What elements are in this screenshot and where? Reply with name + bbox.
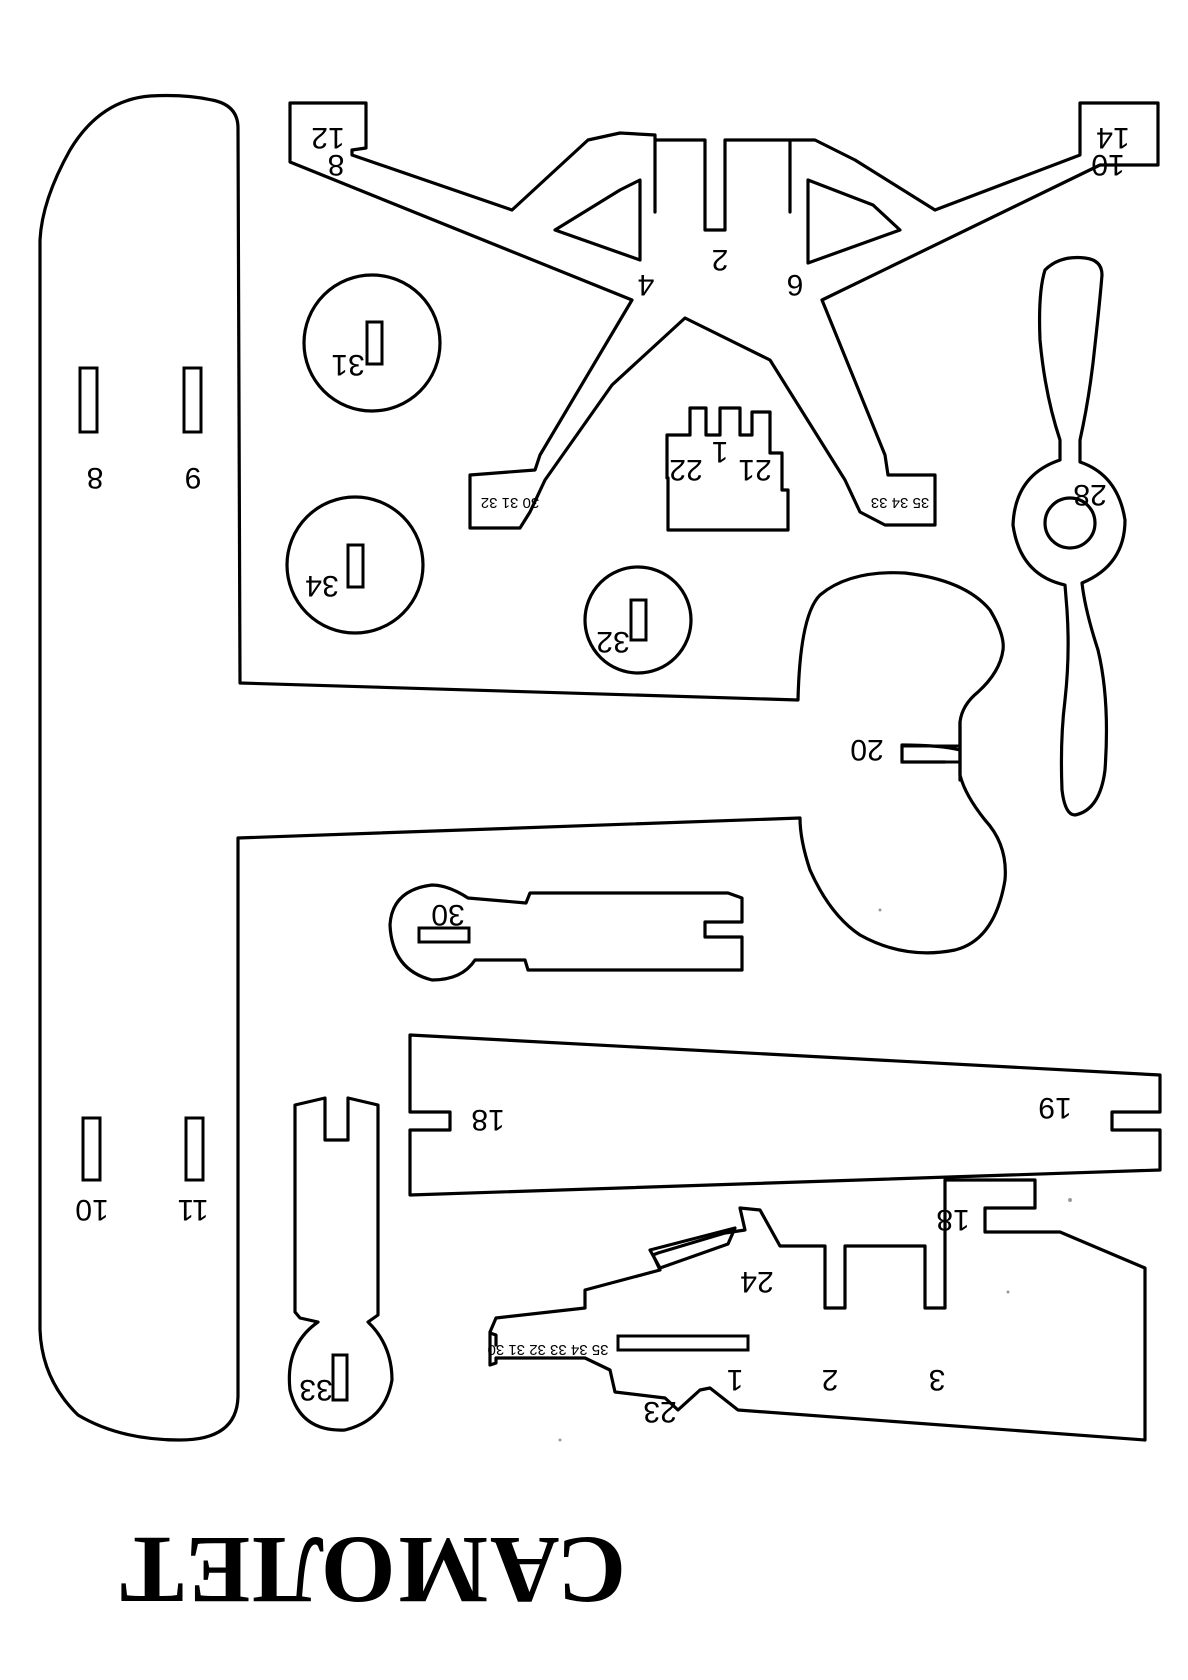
frame-label-2: 2: [712, 243, 729, 276]
cockpit-label-21: 21: [738, 453, 771, 486]
cockpit-label-1: 1: [712, 435, 729, 468]
fuselage-slot-1: [616, 1334, 750, 1352]
body-label-20: 20: [850, 733, 883, 766]
fuselage-label-24: 24: [740, 1265, 773, 1298]
cockpit-tab-part: 1 21 22: [665, 406, 790, 532]
wheel-label-31: 31: [331, 348, 364, 381]
circle-slot-icon: [331, 1353, 349, 1402]
frame-label-8: 8: [328, 148, 345, 181]
stab-label-19: 19: [1038, 1091, 1071, 1124]
circle-slot-icon: [346, 543, 365, 589]
fuselage-label-3: 3: [929, 1363, 946, 1396]
wheel-31-part: 31: [302, 273, 442, 413]
strut-33-part: 33: [287, 1096, 394, 1432]
tail-frame-part: [288, 101, 1160, 530]
wing-label-10: 10: [75, 1193, 108, 1226]
stab-label-18: 18: [471, 1103, 504, 1136]
wing-part: 8 9 10 11: [38, 93, 1007, 1442]
fuselage-label-1: 1: [727, 1363, 744, 1396]
wing-label-11: 11: [177, 1193, 208, 1226]
cockpit-label-22: 22: [669, 453, 702, 486]
wheel-label-32: 32: [596, 625, 629, 658]
fuselage-label-tiny: 35 34 33 32 31 30: [488, 1341, 609, 1358]
stabilizer-part: 18 19: [408, 1033, 1162, 1197]
fuselage-label-23: 23: [643, 1395, 676, 1428]
fuselage-part: 18 24 1 2 3 23 35 34 33 32 31 30: [488, 1178, 1147, 1442]
strut-label-33: 33: [299, 1373, 332, 1406]
propeller-part: 28: [1011, 255, 1127, 817]
frame-label-303132: 30 31 32: [481, 494, 539, 511]
slot-8: [78, 366, 99, 434]
wheel-label-34: 34: [305, 569, 338, 602]
frame-label-4: 4: [638, 268, 655, 301]
wheel-34-part: 34: [285, 495, 425, 635]
circle-slot-icon: [365, 320, 384, 366]
circle-slot-icon: [629, 598, 648, 642]
strut-30-part: 30: [388, 883, 744, 982]
frame-label-14: 14: [1096, 121, 1129, 154]
wing-label-8: 8: [87, 461, 104, 494]
frame-label-6: 6: [787, 268, 804, 301]
fuselage-label-2: 2: [822, 1363, 839, 1396]
fuselage-label-18: 18: [936, 1203, 969, 1236]
strut-label-30: 30: [431, 898, 464, 931]
frame-label-12: 12: [311, 121, 344, 154]
frame-label-10: 10: [1091, 148, 1124, 181]
circle-slot-icon: [417, 926, 471, 944]
slot-10: [81, 1116, 102, 1182]
slot-9: [182, 366, 203, 434]
wheel-32-part: 32: [583, 565, 693, 675]
fuselage-body-part: 20: [850, 720, 962, 782]
propeller-label-28: 28: [1073, 478, 1106, 511]
wing-label-9: 9: [185, 461, 202, 494]
page-title: САМОЛЕТ: [118, 1517, 626, 1624]
frame-label-353433: 35 34 33: [871, 494, 929, 511]
slot-11: [184, 1116, 205, 1182]
